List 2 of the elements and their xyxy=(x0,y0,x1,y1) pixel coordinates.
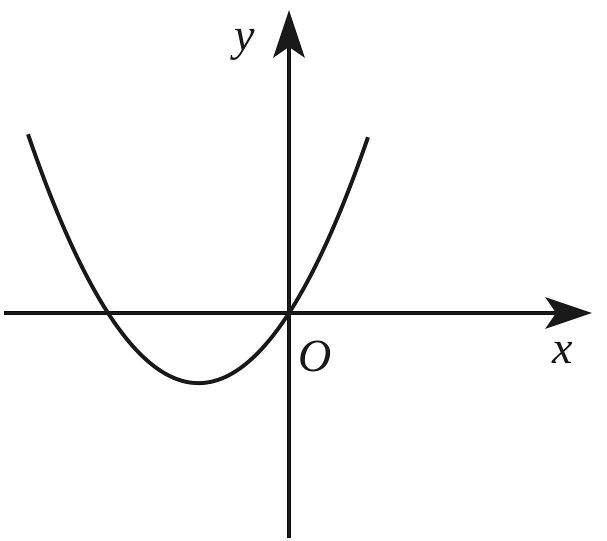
axis-label: x xyxy=(552,325,572,371)
origin-label: O xyxy=(298,333,332,379)
